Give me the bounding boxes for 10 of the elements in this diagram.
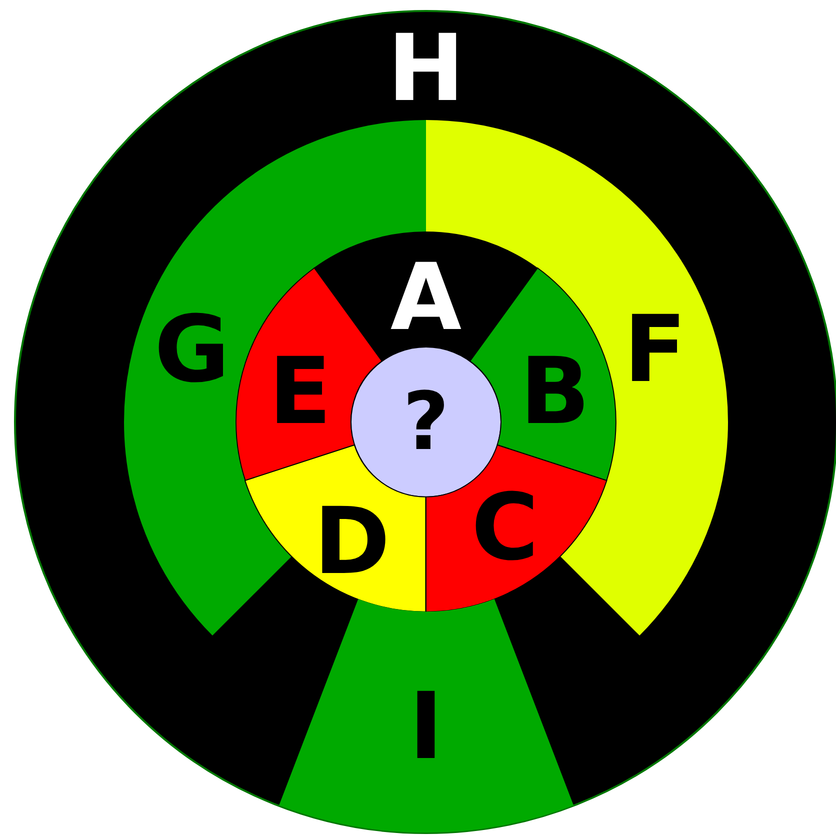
segment-label: A — [390, 252, 462, 344]
segment-label: F — [624, 304, 686, 396]
segment-label: ? — [402, 382, 450, 462]
segment-label: D — [314, 496, 390, 588]
segment-label: G — [154, 304, 230, 396]
segment-label: B — [520, 346, 590, 438]
segment-label: H — [388, 23, 464, 115]
segment-label: C — [471, 482, 539, 574]
segment-label: E — [268, 346, 332, 438]
segment-label: I — [408, 680, 444, 773]
